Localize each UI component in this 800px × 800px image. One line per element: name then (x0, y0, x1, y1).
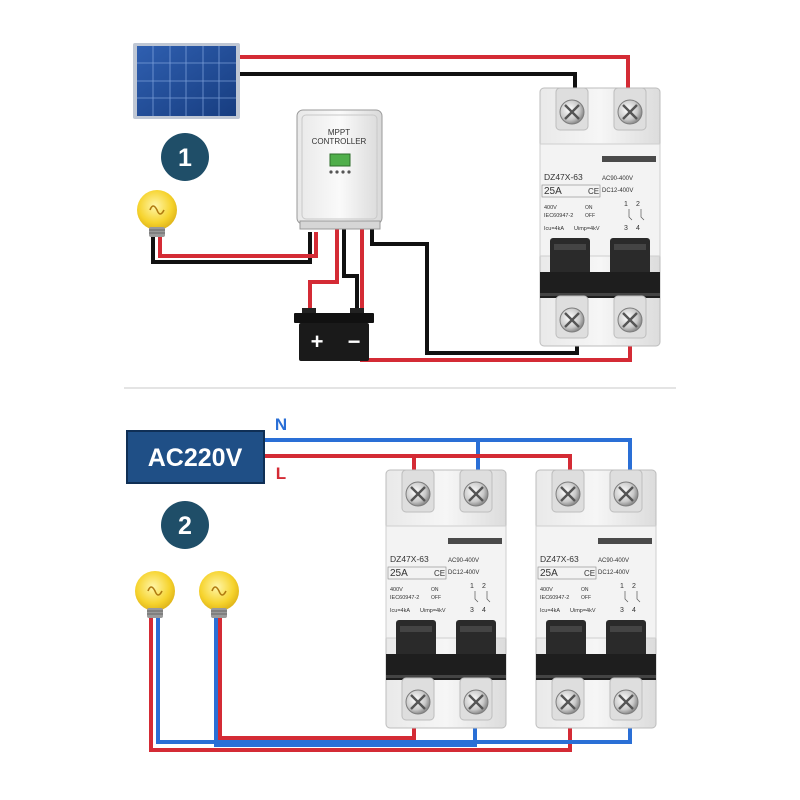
ce-mark-label: CE (584, 569, 595, 578)
breaker-voltage-label: 400V (544, 205, 557, 211)
mppt-controller: MPPT CONTROLLER (296, 109, 383, 230)
icu-label: Icu=4kA (540, 608, 560, 614)
icu-label: Icu=4kA (544, 226, 564, 232)
switch-symbol-icon (474, 591, 491, 603)
diagram-2-ac: AC220V N L 2 DZ47X-63 25A CE 400V IEC60947-2… (126, 415, 657, 752)
step-badge-1: 1 (161, 133, 209, 181)
icu-label: Icu=4kA (390, 608, 410, 614)
breaker-model-label: DZ47X-63 (544, 172, 583, 182)
uimp-label: Uimp=4kV (420, 608, 446, 614)
pole-4-label: 4 (482, 607, 486, 614)
terminal-screw-icon (555, 295, 589, 339)
uimp-label: Uimp=4kV (574, 226, 600, 232)
pole-2-label: 2 (632, 583, 636, 590)
breaker-rating-label: 25A (390, 568, 408, 579)
battery-icon: + − (294, 308, 374, 361)
pole-1-label: 1 (624, 201, 628, 208)
off-label: OFF (585, 213, 595, 219)
terminal-screw-icon (551, 469, 585, 513)
pole-4-label: 4 (632, 607, 636, 614)
circuit-breaker-1: DZ47X-63 25A CE 400V IEC60947-2 ON OFF AC90-400… (539, 87, 661, 347)
ce-mark-label: CE (434, 569, 445, 578)
terminal-screw-icon (401, 469, 435, 513)
switch-symbol-icon (628, 209, 645, 221)
breaker-standard-label: IEC60947-2 (544, 213, 573, 219)
circuit-breaker-2: DZ47X-63 25A CE 400V IEC60947-2 ON OFF AC90-400… (385, 469, 507, 729)
controller-label-line1: MPPT (328, 128, 350, 137)
source-label: AC220V (148, 444, 243, 472)
solar-panel (133, 43, 240, 119)
breaker-rating-label: 25A (544, 186, 562, 197)
bulb-icon (135, 571, 175, 618)
switch-symbol-icon (624, 591, 641, 603)
pole-1-label: 1 (470, 583, 474, 590)
terminal-screw-icon (609, 677, 643, 721)
live-label: L (276, 464, 286, 483)
terminal-screw-icon (401, 677, 435, 721)
off-label: OFF (581, 595, 591, 601)
step-badge-2: 2 (161, 501, 209, 549)
ce-mark-label: CE (588, 187, 599, 196)
pole-2-label: 2 (482, 583, 486, 590)
step-number-2: 2 (178, 512, 192, 540)
step-number-1: 1 (178, 144, 192, 172)
terminal-screw-icon (459, 677, 493, 721)
terminal-screw-icon (613, 295, 647, 339)
diagram-1-solar: 1 MPPT CONTROLLER (133, 43, 661, 362)
off-label: OFF (431, 595, 441, 601)
breaker-voltage-label: 400V (390, 587, 403, 593)
breaker-standard-label: IEC60947-2 (540, 595, 569, 601)
uimp-label: Uimp=4kV (570, 608, 596, 614)
dc-range-label: DC12-400V (598, 570, 629, 576)
controller-display (329, 153, 351, 167)
controller-label-line2: CONTROLLER (312, 137, 367, 146)
breaker-rating-label: 25A (540, 568, 558, 579)
pole-1-label: 1 (620, 583, 624, 590)
circuit-breaker-3: DZ47X-63 25A CE 400V IEC60947-2 ON OFF AC90-400… (535, 469, 657, 729)
terminal-screw-icon (459, 469, 493, 513)
breaker-model-label: DZ47X-63 (390, 554, 429, 564)
on-label: ON (581, 587, 589, 593)
dc-range-label: DC12-400V (448, 570, 479, 576)
battery-plus-label: + (311, 329, 324, 354)
terminal-screw-icon (613, 87, 647, 131)
dc-range-label: DC12-400V (602, 188, 633, 194)
terminal-screw-icon (551, 677, 585, 721)
bulb-icon (137, 190, 177, 237)
wires-2 (149, 438, 632, 752)
on-label: ON (585, 205, 593, 211)
ac-range-label: AC90-400V (598, 558, 629, 564)
pole-4-label: 4 (636, 225, 640, 232)
battery-minus-label: − (348, 329, 361, 354)
bulb-icon (199, 571, 239, 618)
ac-range-label: AC90-400V (602, 176, 633, 182)
neutral-label: N (275, 415, 287, 434)
breaker-model-label: DZ47X-63 (540, 554, 579, 564)
pole-3-label: 3 (470, 607, 474, 614)
ac-source-box: AC220V (126, 430, 265, 484)
pole-2-label: 2 (636, 201, 640, 208)
wires-1 (151, 55, 632, 362)
breaker-voltage-label: 400V (540, 587, 553, 593)
terminal-screw-icon (609, 469, 643, 513)
pole-3-label: 3 (624, 225, 628, 232)
breaker-standard-label: IEC60947-2 (390, 595, 419, 601)
terminal-screw-icon (555, 87, 589, 131)
pole-3-label: 3 (620, 607, 624, 614)
on-label: ON (431, 587, 439, 593)
ac-range-label: AC90-400V (448, 558, 479, 564)
